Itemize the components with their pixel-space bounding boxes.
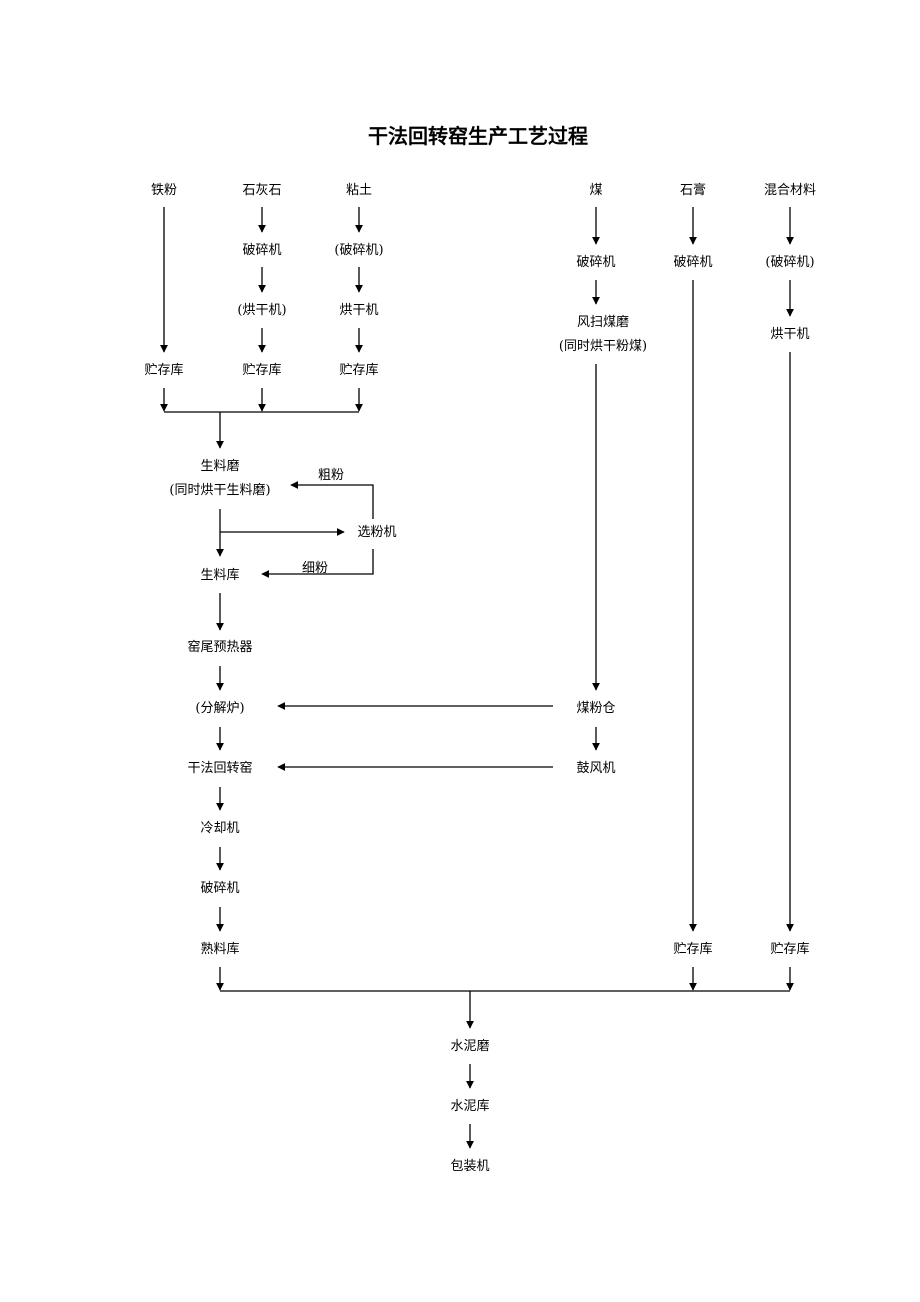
node-raw-mill-note: (同时烘干生料磨) bbox=[169, 483, 270, 498]
node-limestone-dryer: (烘干机) bbox=[237, 303, 286, 318]
node-preheater: 窑尾预热器 bbox=[187, 639, 252, 655]
node-coal-mill: 风扫煤磨 bbox=[577, 315, 629, 330]
node-gypsum-crusher: 破碎机 bbox=[673, 255, 712, 270]
node-coal-mill-note: (同时烘干粉煤) bbox=[559, 339, 647, 354]
node-mixed-storage: 贮存库 bbox=[770, 941, 809, 957]
node-clay-storage: 贮存库 bbox=[339, 362, 378, 378]
node-coal: 煤 bbox=[589, 183, 602, 198]
node-raw-meal-silo: 生料库 bbox=[200, 567, 239, 583]
node-labels: 铁粉 石灰石 粘土 煤 石膏 混合材料 破碎机 (破碎机) 破碎机 破碎机 (破… bbox=[144, 182, 816, 1174]
node-cement-silo: 水泥库 bbox=[450, 1098, 489, 1114]
node-limestone: 石灰石 bbox=[242, 183, 281, 198]
node-mixed-crusher: (破碎机) bbox=[765, 255, 814, 270]
arrow-fine-to-silo bbox=[261, 549, 374, 578]
node-mixed-material: 混合材料 bbox=[764, 183, 816, 198]
node-clay-crusher: (破碎机) bbox=[334, 243, 383, 258]
node-rotary-kiln: 干法回转窑 bbox=[187, 760, 252, 776]
node-clinker-crusher: 破碎机 bbox=[200, 881, 239, 896]
node-coal-crusher: 破碎机 bbox=[576, 255, 615, 270]
node-gypsum: 石膏 bbox=[680, 182, 706, 198]
node-blower: 鼓风机 bbox=[576, 761, 615, 776]
node-gypsum-storage: 贮存库 bbox=[673, 941, 712, 957]
node-clay: 粘土 bbox=[346, 183, 372, 198]
arrow-coarse-return bbox=[290, 481, 374, 519]
node-packer: 包装机 bbox=[450, 1159, 489, 1174]
node-clay-dryer: 烘干机 bbox=[339, 303, 378, 318]
node-raw-mill: 生料磨 bbox=[200, 459, 239, 474]
node-iron-storage: 贮存库 bbox=[144, 362, 183, 378]
node-clinker-silo: 熟料库 bbox=[200, 941, 239, 957]
diagram-title: 干法回转窑生产工艺过程 bbox=[368, 124, 588, 148]
label-fine-powder: 细粉 bbox=[302, 561, 328, 576]
node-separator: 选粉机 bbox=[357, 525, 396, 540]
node-mixed-dryer: 烘干机 bbox=[770, 327, 809, 342]
label-coarse-powder: 粗粉 bbox=[318, 468, 344, 483]
node-cement-mill: 水泥磨 bbox=[450, 1039, 489, 1054]
node-limestone-storage: 贮存库 bbox=[242, 362, 281, 378]
node-iron-powder: 铁粉 bbox=[151, 183, 177, 198]
connectors bbox=[160, 207, 794, 1149]
node-cooler: 冷却机 bbox=[200, 821, 239, 836]
node-limestone-crusher: 破碎机 bbox=[242, 243, 281, 258]
node-coal-powder-bin: 煤粉仓 bbox=[576, 701, 615, 716]
node-calciner: (分解炉) bbox=[195, 701, 244, 716]
